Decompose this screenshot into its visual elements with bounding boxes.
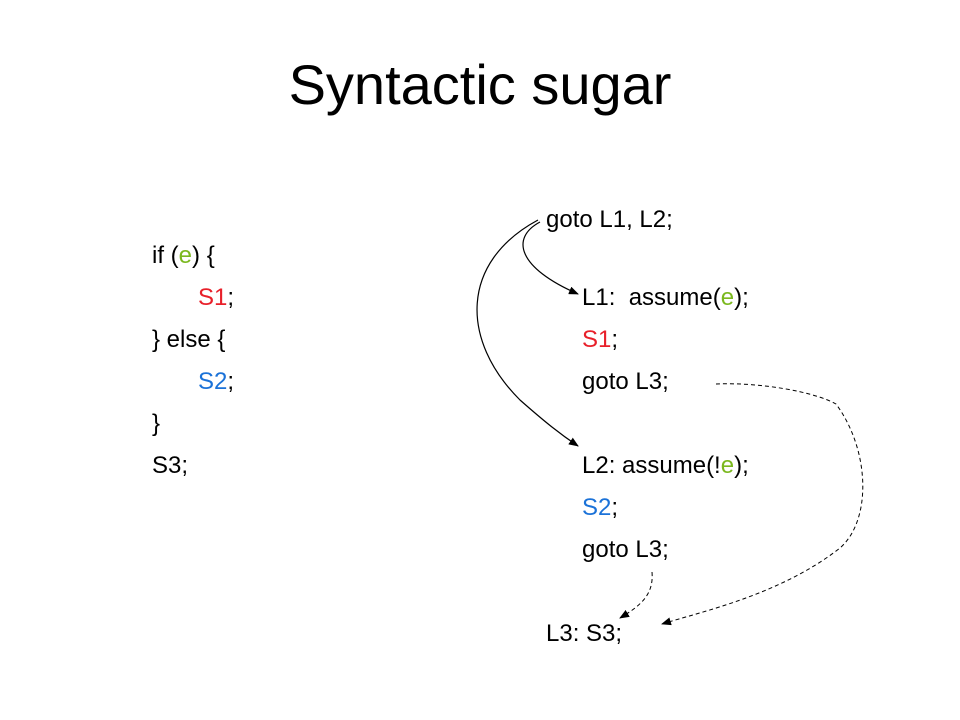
arrow-goto-l3-first — [661, 383, 864, 626]
l1-assume-line: L1: assume(e); — [582, 284, 749, 312]
semicolon: ; — [227, 284, 235, 311]
else-line: } else { — [152, 326, 226, 353]
goto-l3-line-1: goto L3; — [582, 368, 669, 395]
semicolon: ; — [611, 326, 619, 353]
semicolon: ; — [227, 368, 235, 395]
if-keyword: if ( — [152, 242, 179, 269]
s1-line: S1; — [198, 284, 234, 312]
close-brace-line: } — [152, 410, 161, 437]
right-s1-line: S1; — [582, 326, 618, 354]
goto-l3-line-2: goto L3; — [582, 536, 669, 563]
condition-e: e — [178, 242, 193, 269]
arrow-goto-to-l2 — [476, 219, 579, 447]
l2-assume-line: L2: assume(!e); — [582, 452, 749, 480]
slide-title: Syntactic sugar — [288, 53, 672, 116]
l3-s3-line: L3: S3; — [546, 620, 623, 647]
if-brace: ) { — [192, 242, 215, 269]
semicolon: ; — [611, 494, 619, 521]
arrow-goto-l3-second — [619, 571, 653, 619]
l1-assume-suffix: ); — [734, 284, 749, 311]
stmt-s1: S1 — [582, 326, 612, 353]
stmt-s2: S2 — [582, 494, 612, 521]
l2-assume-suffix: ); — [734, 452, 749, 479]
s2-line: S2; — [198, 368, 234, 396]
l1-assume-prefix: L1: assume( — [582, 284, 721, 311]
goto-l1-l2-line: goto L1, L2; — [546, 206, 673, 233]
arrow-goto-to-l1 — [522, 221, 579, 295]
condition-e: e — [720, 284, 735, 311]
if-line: if (e) { — [152, 242, 215, 270]
l2-assume-prefix: L2: assume(! — [582, 452, 721, 479]
stmt-s2: S2 — [198, 368, 228, 395]
s3-line: S3; — [152, 452, 189, 479]
right-s2-line: S2; — [582, 494, 618, 522]
stmt-s1: S1 — [198, 284, 228, 311]
condition-e: e — [720, 452, 735, 479]
